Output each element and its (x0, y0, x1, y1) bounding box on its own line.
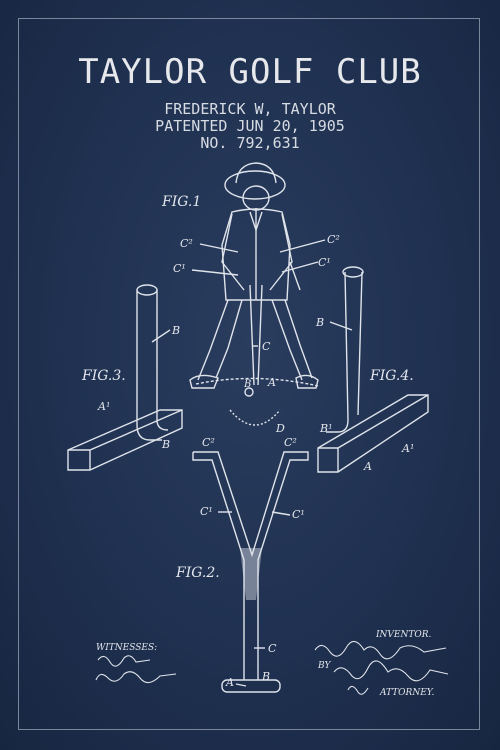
fig4-club-illustration (317, 266, 429, 473)
fig2-caption: FIG.2. (175, 565, 220, 581)
inventor-signature (314, 640, 447, 660)
label-c1-left: C¹ (173, 262, 186, 275)
inventor-label: INVENTOR. (375, 630, 432, 640)
witnesses-label: WITNESSES: (96, 643, 157, 653)
label-c-fig1: C (262, 340, 271, 353)
patent-date: PATENTED JUN 20, 1905 (155, 117, 345, 135)
label-c2-left: C² (180, 237, 193, 250)
label-b-fig2: B (261, 670, 270, 683)
by-label: BY (317, 661, 331, 671)
label-c1-fig2-left: C¹ (200, 505, 213, 518)
fig2-club-illustration (192, 451, 309, 693)
label-c-fig2: C (268, 642, 277, 655)
label-c2-right: C² (327, 233, 340, 246)
label-c2-fig2-left: C² (202, 436, 215, 449)
label-a-fig2: A (225, 676, 234, 689)
poster-border (18, 18, 480, 730)
fig1-golfer-illustration (189, 162, 319, 426)
patent-number: NO. 792,631 (200, 134, 300, 152)
label-b-fig1: B (243, 379, 251, 390)
label-a-fig4: A (363, 460, 372, 473)
label-b-fig3: B (171, 324, 180, 337)
fig3-caption: FIG.3. (81, 368, 126, 384)
label-d-fig1: D (275, 422, 285, 435)
label-c2-fig2-right: C² (284, 436, 297, 449)
attorney-signature (333, 660, 449, 695)
label-b-fig3-lower: B (161, 438, 170, 451)
poster-title: TAYLOR GOLF CLUB (78, 52, 422, 92)
inventor-name: FREDERICK W, TAYLOR (164, 100, 336, 118)
label-a1-fig4: A¹ (401, 442, 414, 455)
fig1-caption: FIG.1 (161, 194, 201, 210)
fig3-club-illustration (67, 284, 183, 471)
leader-lines (151, 239, 353, 687)
label-b-fig4: B (315, 316, 324, 329)
label-b1-fig4: B¹ (319, 422, 333, 435)
witness-signatures (95, 655, 177, 684)
fig4-caption: FIG.4. (369, 368, 414, 384)
attorney-label: ATTORNEY. (379, 688, 435, 698)
label-c1-right: C¹ (318, 256, 331, 269)
label-a-fig1: A (267, 376, 276, 389)
label-c1-fig2-right: C¹ (292, 508, 305, 521)
label-a1-fig3: A¹ (97, 400, 110, 413)
